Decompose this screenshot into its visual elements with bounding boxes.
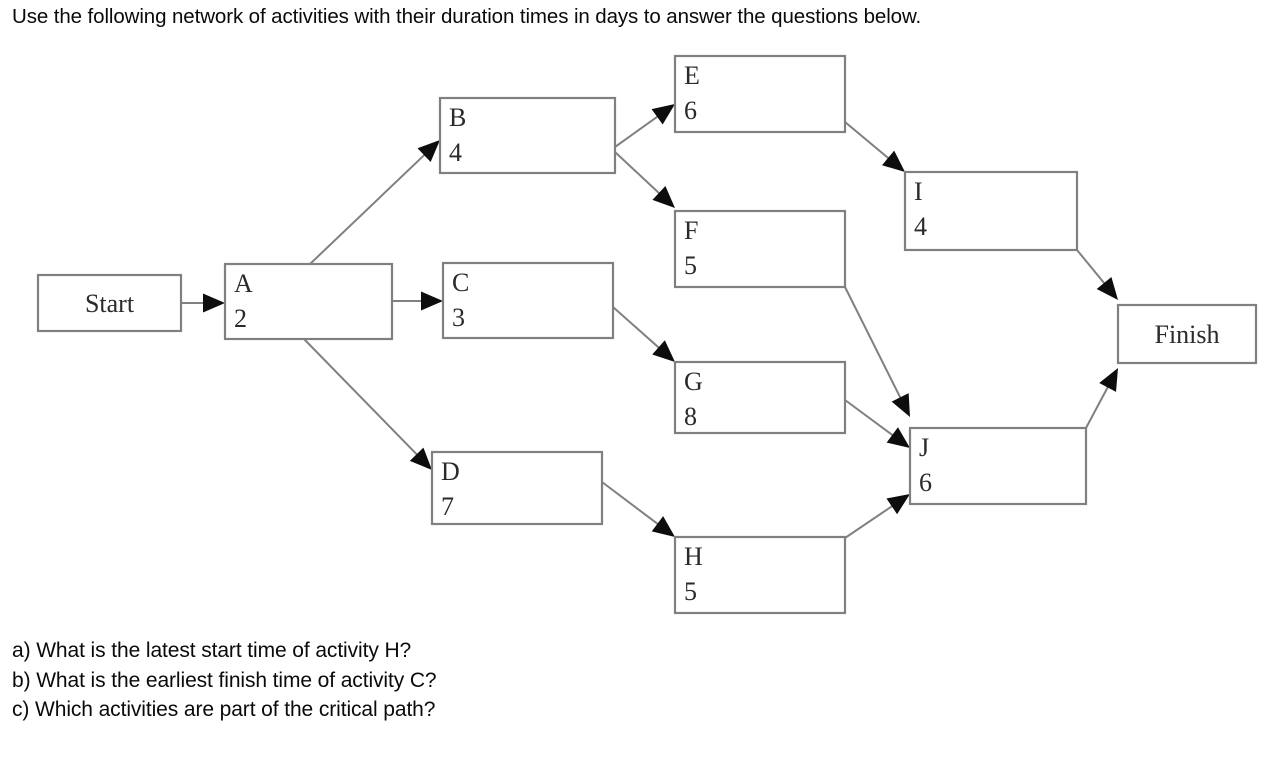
edges-layer — [181, 104, 1118, 539]
node-a[interactable]: A2 — [223, 262, 394, 341]
edge-line — [1085, 385, 1110, 429]
edge-line — [309, 153, 427, 265]
edge-j-fin — [1085, 368, 1118, 429]
node-label: Start — [85, 289, 135, 318]
node-duration: 6 — [684, 96, 697, 125]
edge-line — [844, 121, 891, 160]
edge-f-j — [844, 286, 910, 417]
arrowhead-icon — [891, 393, 910, 417]
node-duration: 7 — [441, 492, 454, 521]
edge-b-e — [614, 104, 675, 148]
node-box — [1116, 303, 1258, 365]
edge-line — [601, 481, 660, 526]
node-label: D — [441, 457, 460, 486]
arrowhead-icon — [652, 340, 675, 362]
question-a: a) What is the latest start time of acti… — [12, 639, 412, 662]
arrowhead-icon — [421, 291, 443, 311]
node-c[interactable]: C3 — [441, 261, 615, 340]
edge-line — [612, 306, 661, 350]
node-box — [673, 209, 847, 289]
questions-list: a) What is the latest start time of acti… — [12, 636, 912, 725]
edge-line — [614, 114, 660, 148]
node-box — [908, 426, 1088, 506]
arrowhead-icon — [1096, 276, 1118, 300]
node-duration: 6 — [919, 468, 932, 497]
node-box — [673, 535, 847, 615]
edge-line — [614, 151, 662, 196]
edge-a-c — [392, 291, 443, 311]
node-duration: 5 — [684, 577, 697, 606]
node-h[interactable]: H5 — [673, 535, 847, 615]
edge-a-d — [303, 338, 432, 470]
node-label: J — [919, 433, 929, 462]
node-duration: 4 — [449, 138, 462, 167]
node-box — [441, 261, 615, 340]
edge-d-h — [601, 481, 675, 537]
node-f[interactable]: F5 — [673, 209, 847, 289]
node-box — [36, 273, 183, 333]
node-label: F — [684, 216, 698, 245]
node-g[interactable]: G8 — [673, 360, 847, 435]
arrowhead-icon — [886, 494, 910, 515]
node-box — [223, 262, 394, 341]
node-d[interactable]: D7 — [430, 450, 604, 526]
arrowhead-icon — [882, 150, 905, 172]
question-b: b) What is the earliest finish time of a… — [12, 668, 437, 692]
arrowhead-icon — [417, 140, 440, 163]
arrowhead-icon — [203, 293, 225, 313]
edge-c-g — [612, 306, 675, 362]
edge-line — [303, 338, 419, 457]
edge-line — [844, 399, 895, 437]
node-label: C — [452, 268, 469, 297]
node-label: H — [684, 542, 703, 571]
node-box — [673, 360, 847, 435]
node-duration: 3 — [452, 303, 465, 332]
edge-line — [844, 504, 894, 539]
node-duration: 2 — [234, 304, 247, 333]
edge-i-fin — [1076, 249, 1118, 300]
node-label: B — [449, 103, 466, 132]
node-label: I — [914, 177, 923, 206]
node-label: E — [684, 61, 700, 90]
edge-line — [1076, 249, 1107, 286]
node-b[interactable]: B4 — [438, 96, 617, 175]
arrowhead-icon — [886, 427, 910, 448]
node-label: G — [684, 367, 703, 396]
edge-start-a — [181, 293, 225, 313]
node-duration: 5 — [684, 251, 697, 280]
node-box — [903, 170, 1079, 252]
instruction-text: Use the following network of activities … — [12, 5, 922, 28]
node-finish[interactable]: Finish — [1116, 303, 1258, 365]
edge-e-i — [844, 121, 905, 172]
arrowhead-icon — [651, 516, 675, 537]
edge-line — [844, 286, 902, 400]
node-box — [438, 96, 617, 175]
node-duration: 8 — [684, 402, 697, 431]
arrowhead-icon — [652, 186, 675, 208]
node-j[interactable]: J6 — [908, 426, 1088, 506]
node-box — [673, 54, 847, 134]
node-label: Finish — [1154, 320, 1219, 349]
edge-b-f — [614, 151, 675, 208]
edge-h-j — [844, 494, 910, 539]
node-duration: 4 — [914, 212, 927, 241]
arrowhead-icon — [1099, 368, 1118, 392]
node-start[interactable]: Start — [36, 273, 183, 333]
node-label: A — [234, 269, 253, 298]
question-c: c) Which activities are part of the crit… — [12, 698, 436, 721]
node-e[interactable]: E6 — [673, 54, 847, 134]
node-box — [430, 450, 604, 526]
node-i[interactable]: I4 — [903, 170, 1079, 252]
arrowhead-icon — [409, 447, 432, 470]
edge-g-j — [844, 399, 910, 448]
arrowhead-icon — [651, 104, 675, 125]
edge-a-b — [309, 140, 440, 265]
